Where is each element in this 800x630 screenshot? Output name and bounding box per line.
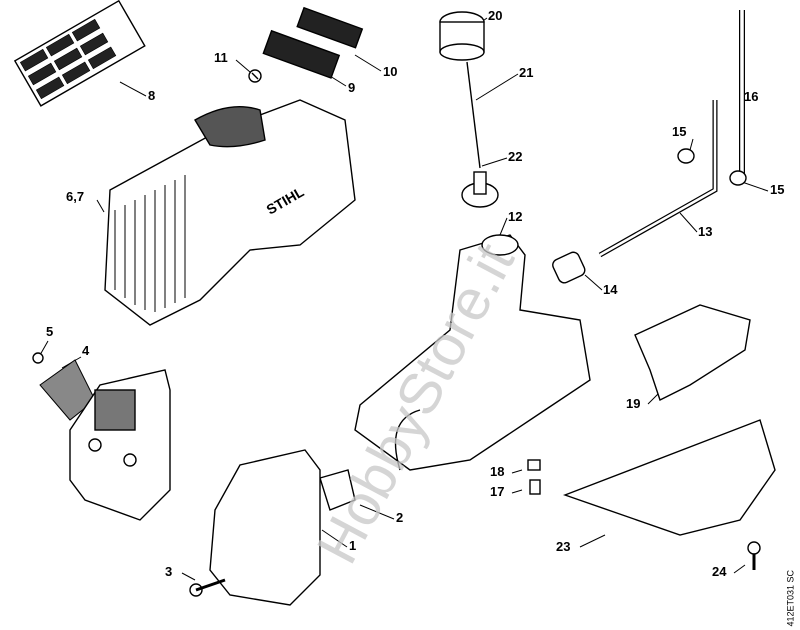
- shroud-part-6-7: STIHL: [104, 99, 356, 326]
- decal-part-10: [296, 6, 364, 49]
- callout-22: 22: [508, 149, 523, 164]
- bracket-part-19: [634, 304, 751, 401]
- callout-10: 10: [383, 64, 398, 79]
- callout-6-7: 6,7: [66, 189, 85, 204]
- decal-sheet-part-8: [13, 0, 146, 107]
- callout-12: 12: [508, 209, 523, 224]
- fuel-filter-part-14: [552, 251, 586, 284]
- callout-8: 8: [148, 88, 156, 103]
- protective-plate-part-23: [562, 419, 776, 536]
- tank-cap-part-20: [439, 11, 485, 61]
- callout-13: 13: [698, 224, 713, 239]
- muffler-cover: [69, 369, 171, 521]
- grommet-part-15: [677, 148, 695, 164]
- screw-part-5: [32, 352, 44, 364]
- muffler-part-1: [209, 449, 321, 606]
- screw-part-3: [189, 578, 226, 597]
- callout-9: 9: [348, 80, 356, 95]
- callout-15: 15: [672, 124, 687, 139]
- screw-part-24: [747, 541, 761, 570]
- screw-part-11: [248, 69, 262, 83]
- callout-18: 18: [490, 464, 505, 479]
- callout-19: 19: [626, 396, 641, 411]
- callout-2: 2: [396, 510, 404, 525]
- callout-23: 23: [556, 539, 571, 554]
- hose-part-21: [466, 61, 481, 169]
- callout-14: 14: [603, 282, 618, 297]
- callout-1: 1: [349, 538, 357, 553]
- decal-part-9: [262, 29, 341, 79]
- callout-16: 16: [744, 89, 759, 104]
- screw-part-17: [529, 479, 541, 495]
- callout-20: 20: [488, 8, 503, 23]
- callout-3: 3: [165, 564, 173, 579]
- callout-4: 4: [82, 343, 90, 358]
- callout-17: 17: [490, 484, 505, 499]
- callout-15b: 15: [770, 182, 785, 197]
- grommet-part-15b: [729, 170, 747, 186]
- strainer-part-22: [461, 171, 499, 208]
- callout-5: 5: [46, 324, 54, 339]
- callout-21: 21: [519, 65, 534, 80]
- leader-lines: [39, 17, 769, 581]
- drawing-code: 412ET031 SC: [786, 570, 796, 627]
- callout-11: 11: [214, 50, 228, 65]
- callout-24: 24: [712, 564, 727, 579]
- plug-part-18: [527, 459, 541, 471]
- fuel-tank-part-12: [354, 234, 591, 471]
- gasket-part-2: [319, 469, 356, 511]
